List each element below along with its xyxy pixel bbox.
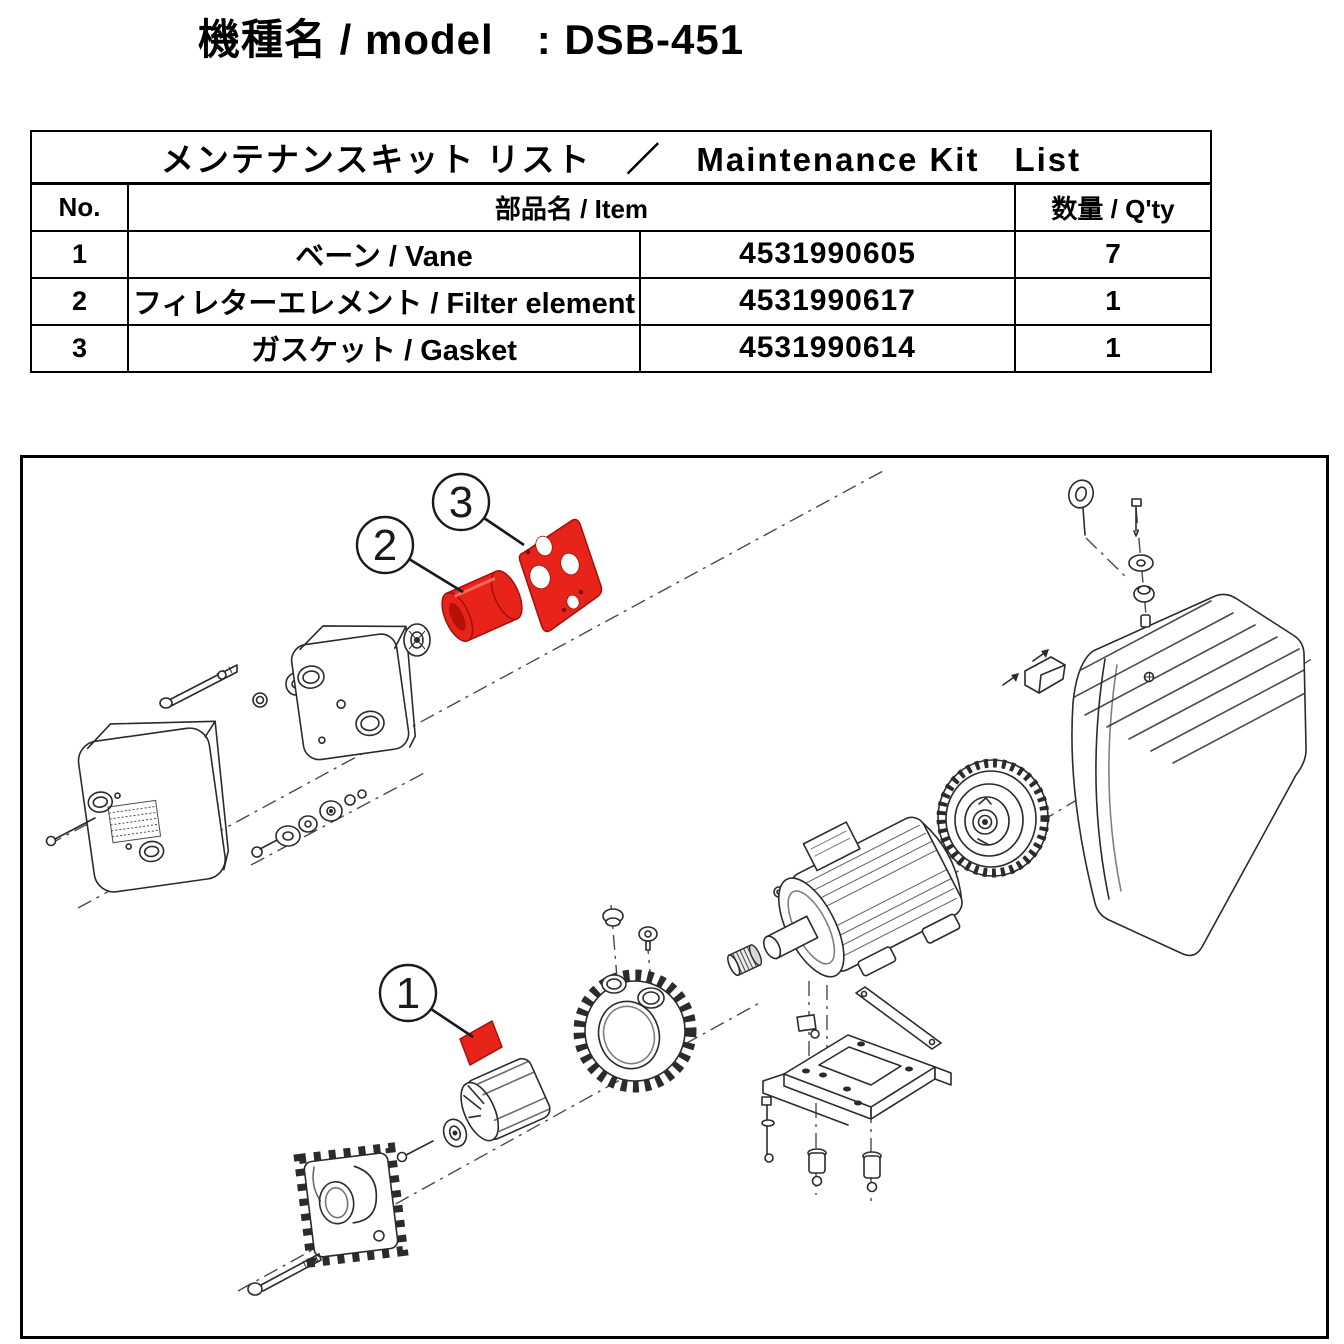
table-row: 1 ベーン / Vane 4531990605 7 [30, 229, 1213, 279]
row-item-cell: ベーン / Vane [127, 229, 641, 279]
exploded-view-frame: 3 2 1 [20, 455, 1329, 1339]
svg-text:2: 2 [373, 521, 397, 570]
row-qty-cell: 1 [1013, 323, 1213, 373]
header-no: No. [30, 182, 129, 232]
rubber-foot [862, 1151, 882, 1193]
maintenance-kit-table: メンテナンスキット リスト ／ Maintenance Kit List No.… [29, 130, 1213, 373]
row-item-cell: ガスケット / Gasket [127, 323, 641, 373]
finned-end-plate [293, 1142, 409, 1268]
washer-set [251, 789, 367, 858]
row-part-number-cell: 4531990614 [639, 323, 1016, 373]
knurled-spacer [727, 944, 763, 977]
mounting-bar [855, 986, 942, 1050]
header-qty: 数量 / Q'ty [1013, 182, 1213, 232]
filter-washer [403, 623, 431, 657]
cylinder-cap-screws [602, 908, 658, 951]
muffler-grille [107, 799, 162, 844]
cooling-fan [936, 758, 1050, 878]
table-title: メンテナンスキット リスト ／ Maintenance Kit List [29, 130, 1213, 185]
row-qty-cell: 1 [1013, 276, 1213, 326]
callout-3-badge: 3 [431, 472, 525, 547]
svg-text:3: 3 [449, 478, 473, 527]
muffler-cover [77, 720, 230, 893]
cover-ribs [1071, 600, 1307, 764]
svg-text:1: 1 [396, 969, 420, 1018]
housing-bolt [247, 1253, 322, 1296]
pump-end-block [290, 625, 417, 761]
table-row: 3 ガスケット / Gasket 4531990614 1 [30, 323, 1213, 373]
table-title-row: メンテナンスキット リスト ／ Maintenance Kit List [29, 130, 1213, 185]
cover-screw-set [1128, 498, 1155, 628]
motor [763, 816, 963, 978]
motor-cover [1071, 593, 1307, 957]
base-plate [761, 1014, 952, 1193]
vane-highlight [459, 1020, 503, 1066]
row-qty-cell: 7 [1013, 229, 1213, 279]
row-no-cell: 3 [30, 323, 129, 373]
row-no-cell: 1 [30, 229, 129, 279]
cylinder-block [573, 969, 697, 1093]
eye-bolt [1067, 479, 1095, 536]
row-no-cell: 2 [30, 276, 129, 326]
table-row: 2 フィレターエレメント / Filter element 4531990617… [30, 276, 1213, 326]
row-part-number-cell: 4531990605 [639, 229, 1016, 279]
gasket-highlight [518, 518, 603, 633]
bearing-screw [396, 1140, 434, 1163]
rubber-foot [807, 1148, 827, 1187]
bearing [442, 1118, 468, 1148]
callout-2-badge: 2 [355, 515, 464, 594]
row-item-cell: フィレターエレメント / Filter element [127, 276, 641, 326]
long-bolt-and-nuts [159, 664, 307, 709]
callout-1-badge: 1 [378, 963, 474, 1039]
header-item: 部品名 / Item [127, 182, 1016, 232]
table-header-row: No. 部品名 / Item 数量 / Q'ty [30, 182, 1213, 232]
row-part-number-cell: 4531990617 [639, 276, 1016, 326]
page-title: 機種名 / model : DSB-451 [198, 16, 745, 63]
exploded-view-diagram: 3 2 1 [45, 470, 1316, 1296]
muffler-bolt [45, 817, 96, 847]
cover-bracket [1002, 649, 1066, 694]
filter-element-highlight [441, 570, 523, 642]
base-bolt-holes [802, 1041, 913, 1106]
rotor [460, 1057, 551, 1142]
